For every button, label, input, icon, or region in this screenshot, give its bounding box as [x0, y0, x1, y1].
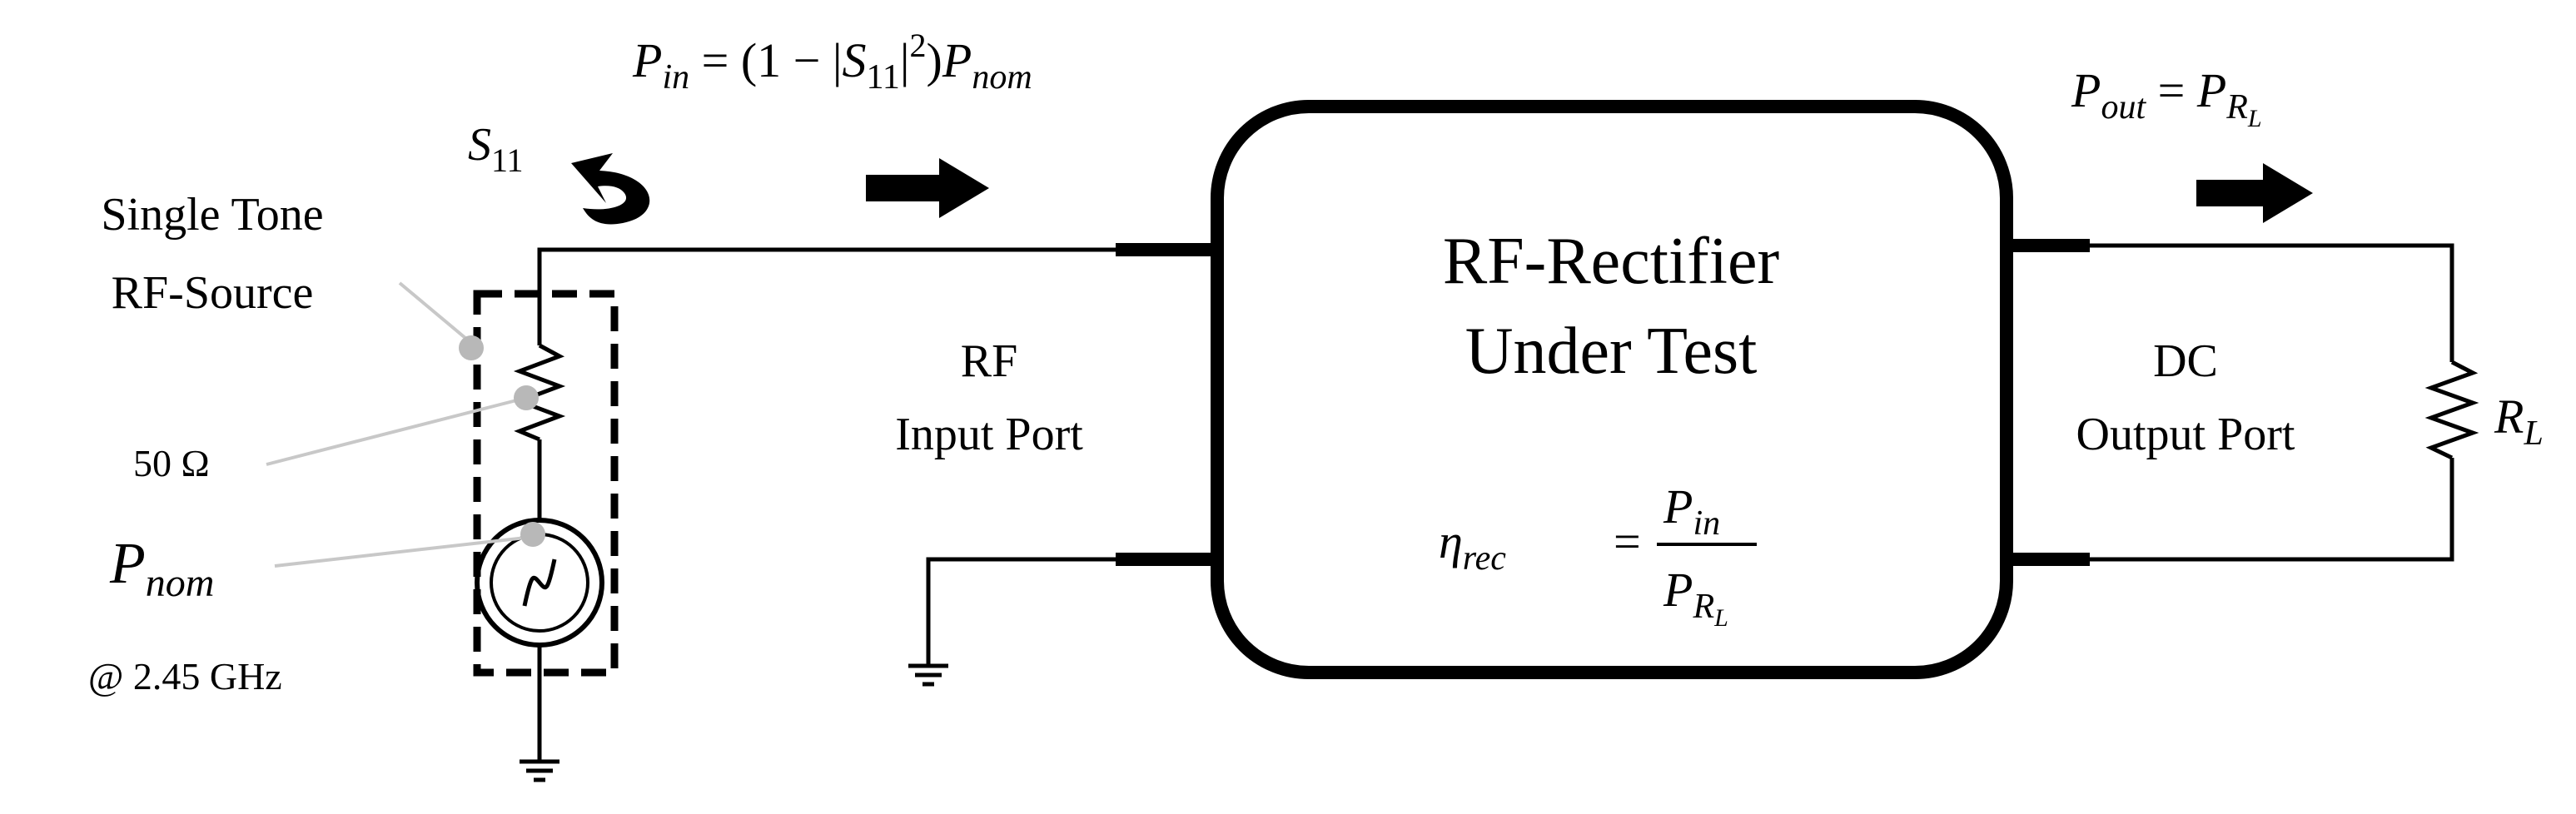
source-title-line1: Single Tone	[101, 189, 323, 241]
leader-pnom	[274, 535, 534, 568]
leader-dot-rf-source	[459, 335, 484, 360]
efficiency-equation: ηrec = Pin PRL	[1439, 479, 1757, 632]
leader-rf-source	[398, 281, 473, 345]
rectifier-title-line1: RF-Rectifier	[1443, 225, 1779, 298]
rf-port-label-line2: Input Port	[895, 409, 1083, 460]
svg-text:PRL: PRL	[1663, 563, 1728, 632]
output-power-arrow-icon	[2196, 163, 2313, 223]
pin-equation: Pin = (1 − |S11|2)Pnom	[632, 27, 1032, 97]
svg-text:ηrec: ηrec	[1439, 514, 1506, 578]
svg-text:Pin: Pin	[1663, 479, 1720, 543]
pout-equation: Pout = PRL	[2071, 63, 2262, 132]
rf-ground-icon	[908, 663, 948, 687]
rectifier-title-line2: Under Test	[1465, 315, 1758, 388]
source-resistor	[513, 343, 566, 442]
input-power-arrow-icon	[866, 158, 989, 218]
source-frequency: @ 2.45 GHz	[88, 655, 282, 697]
load-resistor	[2424, 360, 2479, 460]
source-impedance: 50 Ω	[133, 442, 210, 484]
leader-50-ohm	[266, 396, 527, 466]
source-dashed-box	[473, 290, 619, 677]
dc-output-wire	[2086, 243, 2454, 562]
dc-port-label-line2: Output Port	[2076, 409, 2295, 460]
svg-text:=: =	[1614, 514, 1641, 568]
dc-port-label-line1: DC	[2153, 335, 2218, 387]
source-title-line2: RF-Source	[112, 267, 314, 319]
ac-source-icon	[475, 518, 604, 648]
source-power-label: Pnom	[109, 532, 214, 605]
rf-ground-wire	[926, 557, 1120, 666]
rectifier-box	[1211, 100, 2013, 679]
leader-dot-50-ohm	[514, 385, 539, 410]
leader-dot-pnom	[520, 522, 545, 547]
s11-reflection-arrow-icon	[571, 153, 650, 225]
load-label: RL	[2494, 390, 2544, 453]
rf-input-wire	[537, 247, 1120, 265]
source-ground-icon	[520, 759, 559, 782]
rf-port-label-line1: RF	[961, 335, 1018, 387]
s11-label: S11	[468, 119, 524, 179]
